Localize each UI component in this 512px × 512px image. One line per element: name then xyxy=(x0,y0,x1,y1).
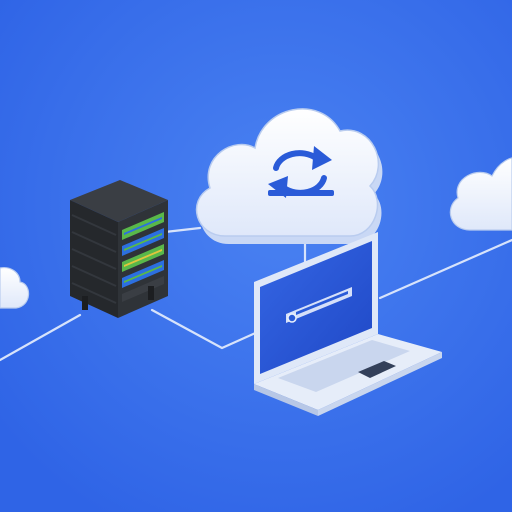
connector-server-to-laptop xyxy=(150,308,264,350)
laptop-keyboard xyxy=(278,340,410,392)
server-drive-slots xyxy=(122,212,164,302)
left-cloud-body xyxy=(0,267,30,309)
laptop-base-edge xyxy=(254,384,318,416)
server-left-grooves xyxy=(71,214,117,304)
main-cloud xyxy=(195,108,383,244)
right-cloud xyxy=(449,157,512,231)
server-top xyxy=(70,180,168,222)
connector-laptop-to-right-cloud xyxy=(378,238,512,300)
loading-bar-icon xyxy=(286,287,352,323)
left-cloud xyxy=(0,267,30,309)
main-cloud-body xyxy=(195,108,380,237)
laptop-base-front-edge xyxy=(318,352,442,416)
connector-server-to-cloud xyxy=(163,226,202,234)
right-cloud-body xyxy=(449,157,512,231)
server-foot-left xyxy=(82,296,88,310)
server-rack xyxy=(70,180,168,318)
server-foot-right xyxy=(148,286,154,300)
laptop-trackpad xyxy=(358,361,396,378)
laptop xyxy=(254,232,442,416)
connector-left-cloud-to-server xyxy=(0,313,82,362)
cloud-sync-icon xyxy=(268,146,334,198)
